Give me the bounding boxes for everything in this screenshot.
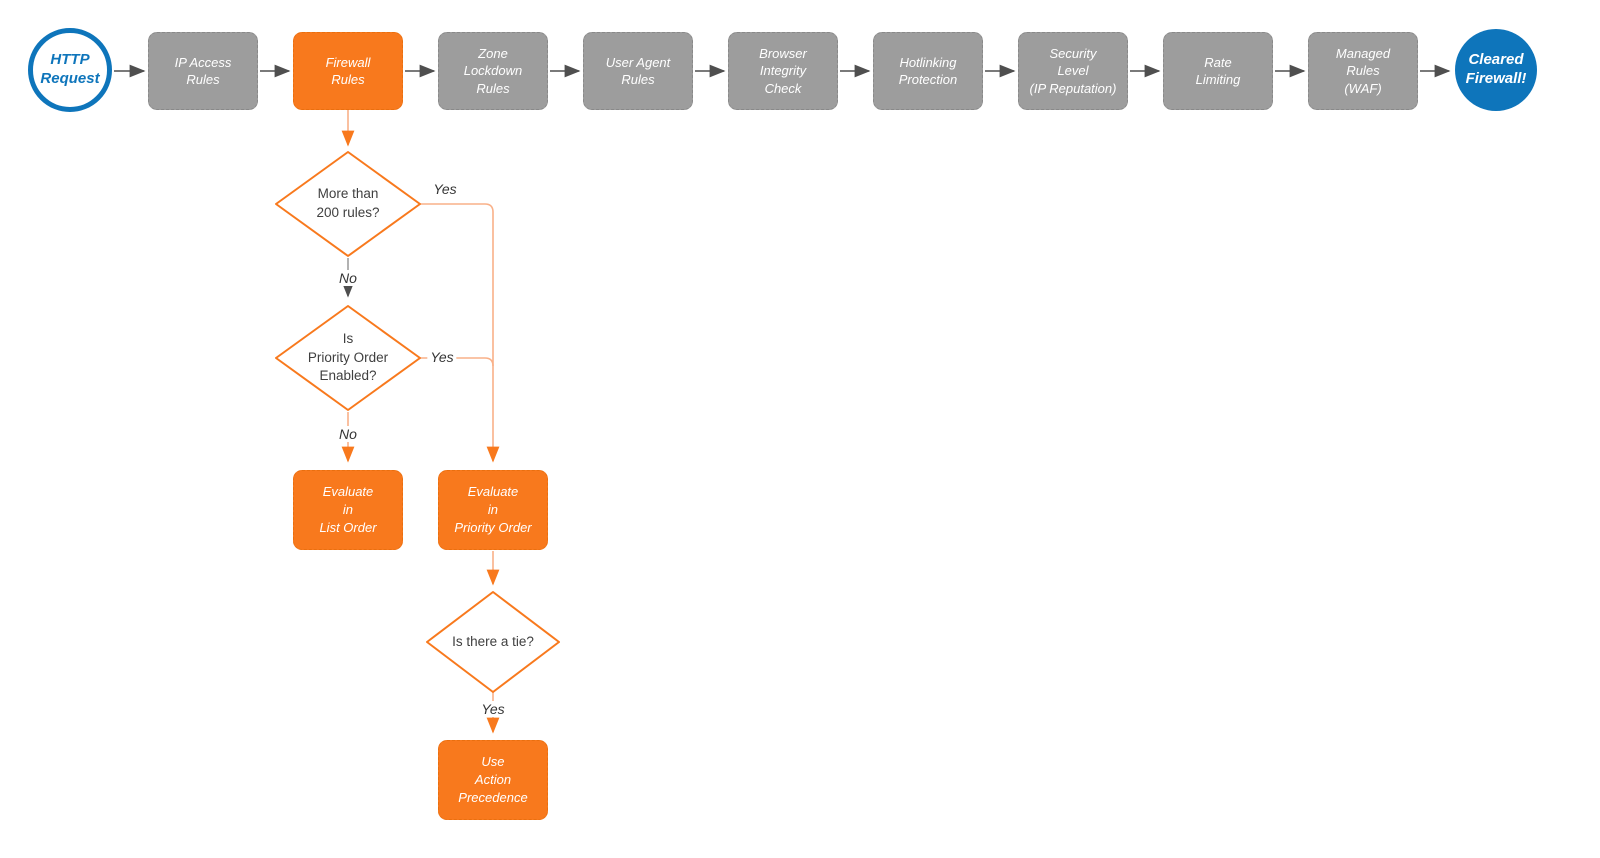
edge-label-yes-2: Yes bbox=[427, 349, 457, 365]
action-evaluate-in-list-order: Evaluate in List Order bbox=[293, 470, 403, 550]
decision-is-there-a-tie-label: Is there a tie? bbox=[452, 633, 534, 649]
stage-rate-limiting: Rate Limiting bbox=[1163, 32, 1273, 110]
edge-label-no-2: No bbox=[336, 426, 360, 442]
edge-label-yes-1: Yes bbox=[430, 181, 460, 197]
decision-more-than-200-rules-label: More than 200 rules? bbox=[316, 186, 380, 220]
stage-zone-lockdown-rules: Zone Lockdown Rules bbox=[438, 32, 548, 110]
action-evaluate-in-priority-order: Evaluate in Priority Order bbox=[438, 470, 548, 550]
stage-browser-integrity-check: Browser Integrity Check bbox=[728, 32, 838, 110]
edge-label-no-1: No bbox=[336, 270, 360, 286]
stage-firewall-rules: Firewall Rules bbox=[293, 32, 403, 110]
end-node-cleared-firewall: Cleared Firewall! bbox=[1455, 29, 1537, 111]
edge-label-yes-3: Yes bbox=[478, 701, 508, 717]
action-use-action-precedence: Use Action Precedence bbox=[438, 740, 548, 820]
diamond-priority-order-enabled bbox=[275, 305, 421, 411]
stage-managed-rules-waf: Managed Rules (WAF) bbox=[1308, 32, 1418, 110]
decision-priority-order-enabled-label: Is Priority Order Enabled? bbox=[307, 330, 389, 384]
diamond-more-than-200-rules bbox=[275, 151, 421, 257]
diamond-is-there-a-tie bbox=[426, 591, 560, 693]
stage-user-agent-rules: User Agent Rules bbox=[583, 32, 693, 110]
decision-diamonds bbox=[275, 151, 560, 693]
stage-hotlinking-protection: Hotlinking Protection bbox=[873, 32, 983, 110]
start-node-http-request: HTTP Request bbox=[28, 28, 112, 112]
stage-ip-access-rules: IP Access Rules bbox=[148, 32, 258, 110]
stage-security-level: Security Level (IP Reputation) bbox=[1018, 32, 1128, 110]
